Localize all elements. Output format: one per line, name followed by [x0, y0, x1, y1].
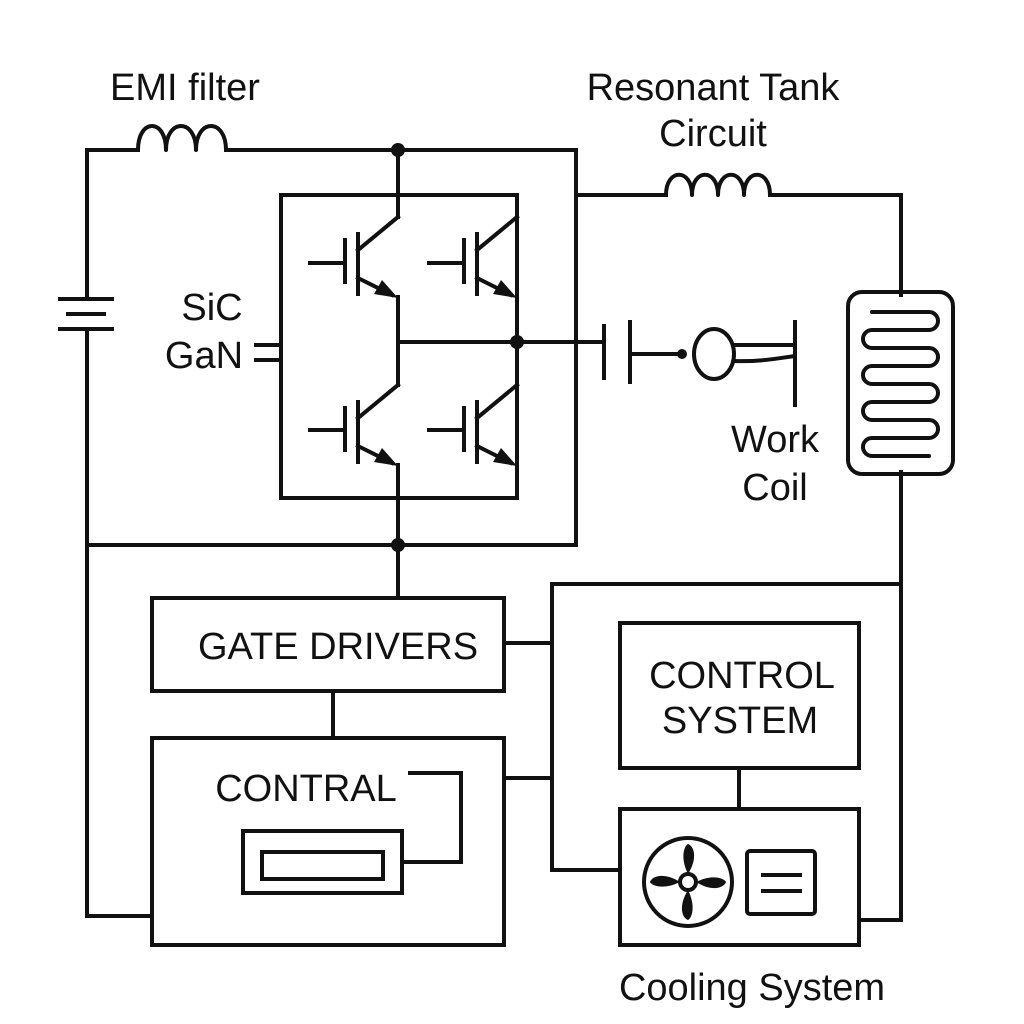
resonant-tank-wiring — [550, 193, 903, 922]
cooling-system-label: Cooling System — [619, 967, 885, 1009]
display-panel-icon — [241, 829, 404, 895]
work-coil-icon — [677, 320, 797, 407]
induction-coil-icon — [846, 290, 955, 476]
junction-dot — [391, 143, 405, 157]
fan-icon — [642, 836, 734, 928]
junction-dot — [391, 538, 405, 552]
emi-filter-label: EMI filter — [110, 67, 260, 109]
cooling-display-icon — [745, 849, 817, 916]
dc-source-icon — [58, 297, 114, 331]
gate-drivers-label: GATE DRIVERS — [198, 626, 478, 668]
output-wiring — [515, 340, 682, 356]
cooling-system-box — [618, 807, 861, 947]
work-coil-label-line2: Coil — [742, 467, 807, 509]
contral-box — [150, 736, 506, 947]
device-label-sic: SiC — [181, 287, 242, 329]
control-system-label-line2: SYSTEM — [662, 700, 818, 742]
igbt-icon — [308, 382, 401, 466]
igbt-icon — [427, 382, 520, 466]
resonant-tank-label-line1: Resonant Tank — [587, 67, 841, 109]
contral-display-link — [400, 771, 463, 864]
inverter-bridge — [254, 148, 519, 600]
igbt-icon — [308, 214, 401, 298]
capacitor-icon — [602, 320, 632, 384]
inductor-icon — [664, 173, 772, 197]
control-system-label-line1: CONTROL — [649, 655, 835, 697]
work-coil-label-line1: Work — [731, 419, 820, 461]
inductor-icon — [136, 124, 228, 152]
resonant-tank-label-line2: Circuit — [659, 113, 767, 155]
igbt-icon — [427, 214, 520, 298]
device-label-gan: GaN — [165, 335, 243, 377]
contral-label: CONTRAL — [215, 768, 397, 810]
